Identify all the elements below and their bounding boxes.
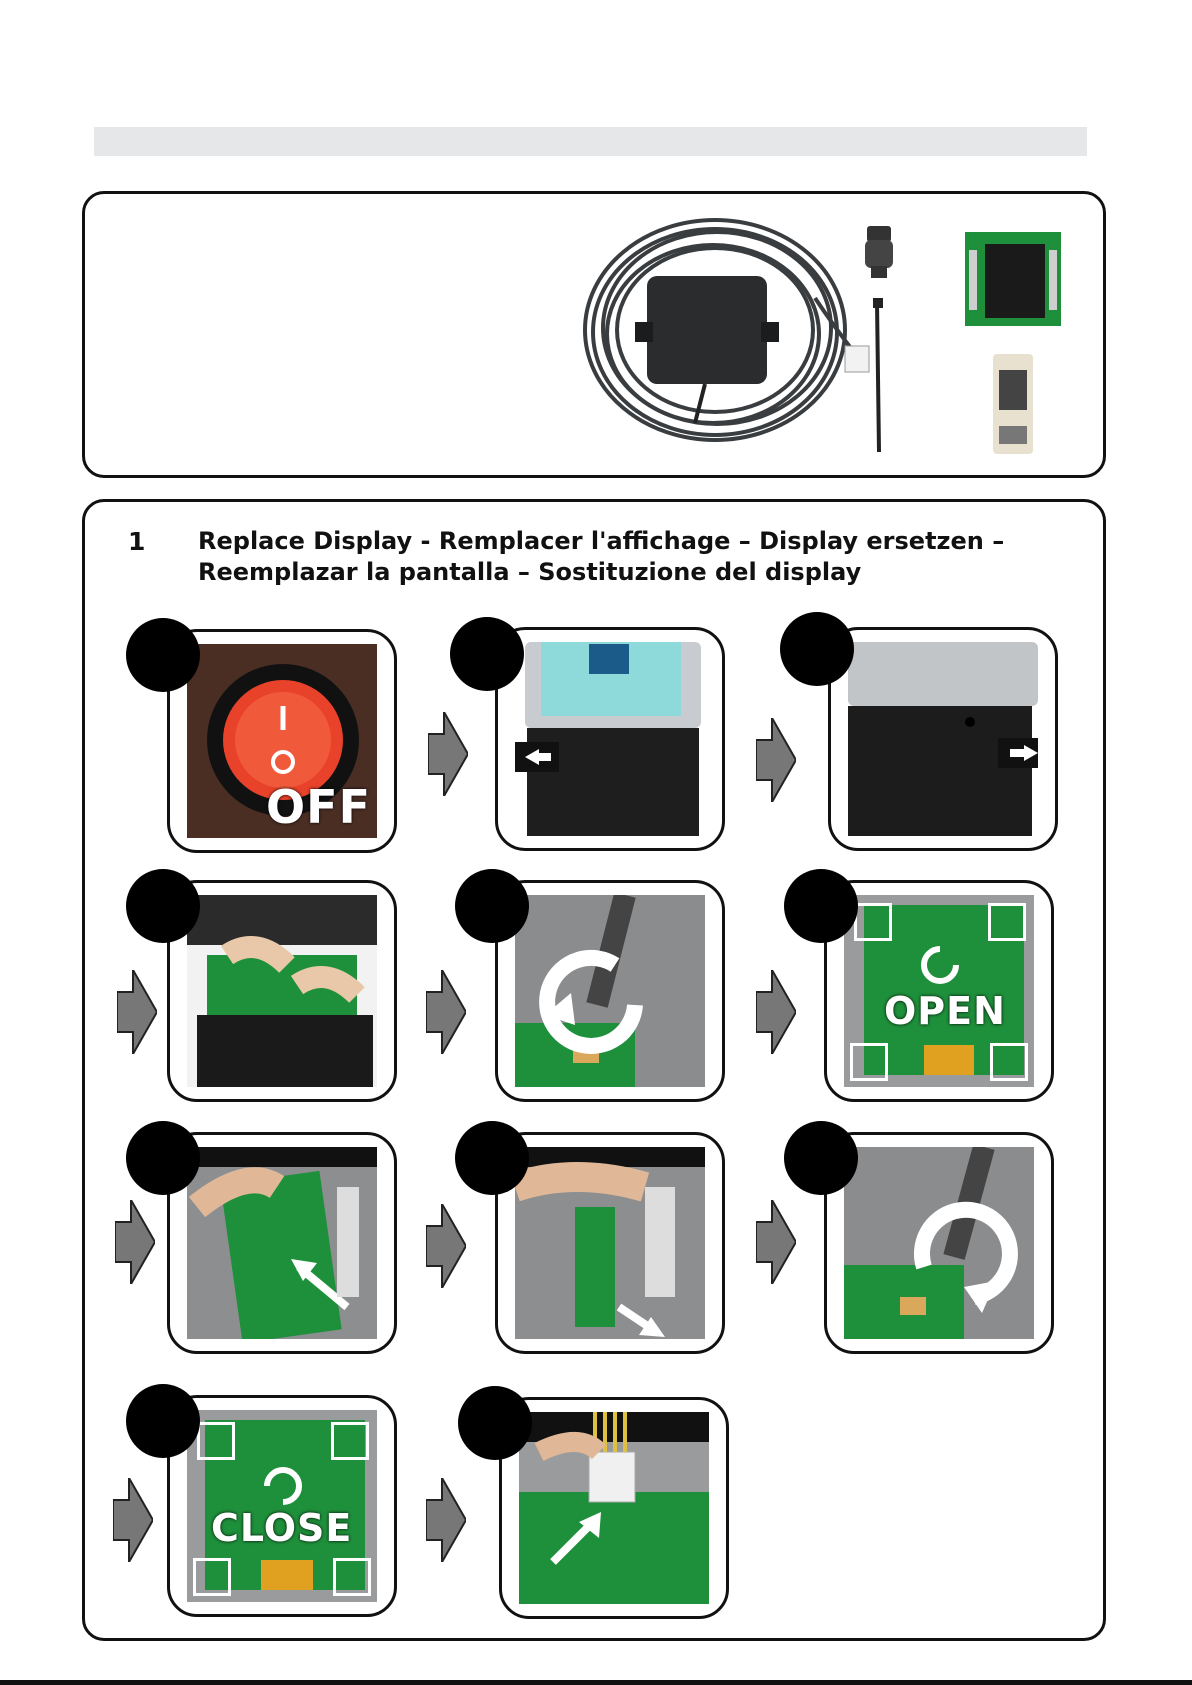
insert-pcb-photo (515, 1147, 705, 1339)
next-arrow-icon (113, 1478, 153, 1562)
step-frame-tighten (824, 1132, 1054, 1354)
power-switch-photo: OFF (187, 644, 377, 838)
housing-side-icon (848, 642, 1038, 836)
cover-slide-right-photo (848, 642, 1038, 836)
pcb-insert-icon (515, 1147, 705, 1339)
next-arrow-icon (426, 1204, 466, 1288)
next-arrow-icon (428, 712, 468, 796)
step-badge (458, 1386, 532, 1460)
footer-rule (0, 1680, 1192, 1685)
screwdriver-unscrew-icon (515, 895, 705, 1087)
connector-plug-icon (519, 1412, 709, 1604)
step-number: 1 (128, 527, 145, 556)
screw-marker (197, 1422, 235, 1460)
step-title-line-2: Reemplazar la pantalla – Sostituzione de… (198, 557, 1004, 588)
step-frame-unscrew (495, 880, 725, 1102)
screw-marker (193, 1558, 231, 1596)
housing-cover-icon (515, 642, 705, 836)
step-badge (450, 617, 524, 691)
screw-marker (990, 1043, 1028, 1081)
step-badge (126, 869, 200, 943)
tighten-terminal-photo (844, 1147, 1034, 1339)
remove-pcb-photo (187, 1147, 377, 1339)
next-arrow-icon (426, 970, 466, 1054)
step-frame-power-off: OFF (167, 629, 397, 853)
step-frame-close-screws: CLOSE (167, 1395, 397, 1617)
step-badge (126, 1121, 200, 1195)
display-pcb-and-adapter-image (963, 230, 1073, 460)
step-frame-open-housing (167, 880, 397, 1102)
step-frame-remove-pcb (167, 1132, 397, 1354)
kit-contents-box (82, 191, 1106, 478)
off-label: OFF (266, 780, 371, 834)
cover-slide-left-photo (515, 642, 705, 836)
screw-marker (854, 903, 892, 941)
open-label: OPEN (884, 989, 1006, 1033)
unscrew-terminal-photo (515, 895, 705, 1087)
screw-marker (333, 1558, 371, 1596)
step-badge (784, 1121, 858, 1195)
next-arrow-icon (426, 1478, 466, 1562)
open-screws-photo: OPEN (844, 895, 1034, 1087)
step-title-line-1: Replace Display - Remplacer l'affichage … (198, 526, 1004, 557)
step-frame-connect-cable (499, 1397, 729, 1619)
next-arrow-icon (117, 970, 157, 1054)
screw-marker (331, 1422, 369, 1460)
opened-housing-icon (187, 895, 377, 1087)
next-arrow-icon (756, 1200, 796, 1284)
screw-marker (850, 1043, 888, 1081)
connect-cable-photo (519, 1412, 709, 1604)
close-screws-photo: CLOSE (187, 1410, 377, 1602)
step-badge (126, 1384, 200, 1458)
step-badge (455, 869, 529, 943)
screw-marker (988, 903, 1026, 941)
screwdriver-tighten-icon (844, 1147, 1034, 1339)
next-arrow-icon (756, 970, 796, 1054)
next-arrow-icon (756, 718, 796, 802)
step-badge (455, 1121, 529, 1195)
header-bar (94, 127, 1087, 156)
step-frame-open-screws: OPEN (824, 880, 1054, 1102)
open-housing-photo (187, 895, 377, 1087)
step-badge (780, 612, 854, 686)
pcb-remove-icon (187, 1147, 377, 1339)
step-title: Replace Display - Remplacer l'affichage … (198, 526, 1004, 588)
step-frame-insert-pcb (495, 1132, 725, 1354)
next-arrow-icon (115, 1200, 155, 1284)
cable-gland-and-tie-image (855, 222, 905, 452)
step-badge (126, 618, 200, 692)
step-frame-unlock-right (828, 627, 1058, 851)
step-frame-unlock-left (495, 627, 725, 851)
step-badge (784, 869, 858, 943)
close-label: CLOSE (211, 1506, 352, 1550)
